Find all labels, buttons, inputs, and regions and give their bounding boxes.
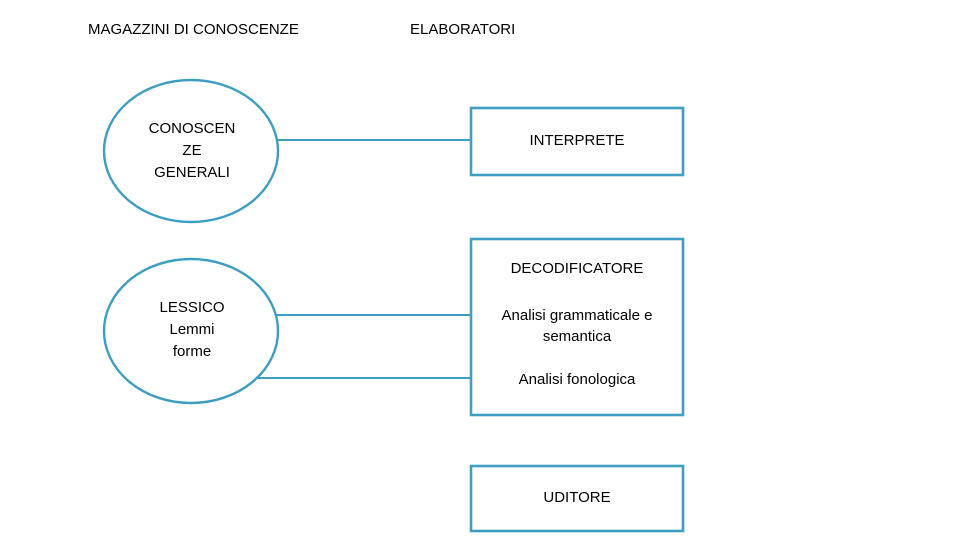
label-line: forme (172, 343, 212, 360)
label-decodificatore-title: DECODIFICATORE (510, 260, 644, 277)
ellipse-lessico[interactable] (102, 257, 280, 405)
label-uditore: UDITORE (543, 489, 611, 506)
box-interprete[interactable] (469, 106, 685, 177)
label-line: GENERALI (154, 164, 230, 181)
label-line: ZE (182, 142, 202, 159)
label-line: CONOSCEN (148, 120, 236, 137)
column-header-knowledge-stores: MAGAZZINI DI CONOSCENZE (88, 21, 299, 38)
label-lessico: LESSICO Lemmi forme (122, 297, 262, 363)
label-line: Lemmi (169, 321, 215, 338)
label-interprete: INTERPRETE (529, 132, 625, 149)
box-decodificatore[interactable] (469, 237, 685, 417)
box-uditore[interactable] (469, 464, 685, 533)
label-conoscenze-generali: CONOSCEN ZE GENERALI (122, 118, 262, 184)
ellipse-conoscenze-generali[interactable] (102, 78, 280, 224)
label-decodificatore-grammaticale: Analisi grammaticale e semantica (501, 307, 653, 345)
column-header-processors: ELABORATORI (410, 21, 516, 38)
label-decodificatore-fonologica: Analisi fonologica (518, 371, 636, 388)
label-line: LESSICO (159, 299, 225, 316)
